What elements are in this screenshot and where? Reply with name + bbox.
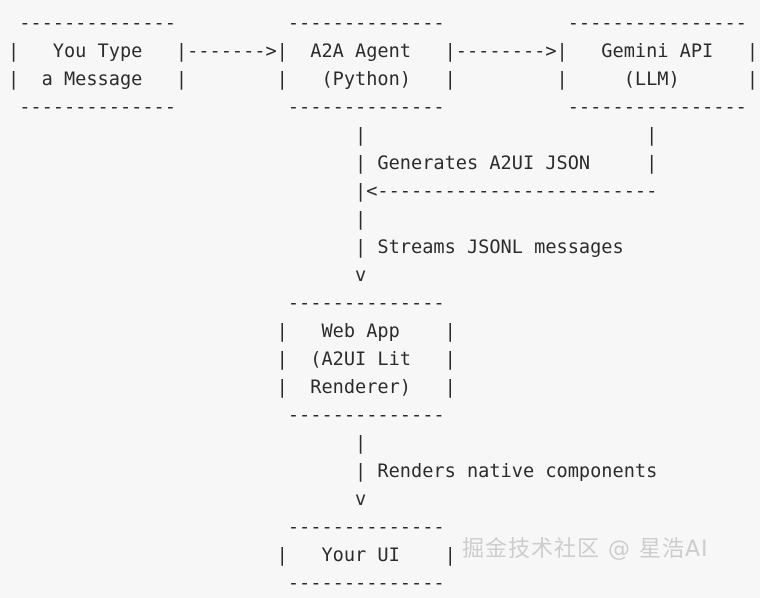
diagram-canvas: -------------- -------------- ----------… xyxy=(8,13,759,594)
watermark: 掘金技术社区 @ 星浩AI xyxy=(462,537,709,562)
ascii-art-body: -------------- -------------- ----------… xyxy=(8,13,759,594)
ascii-diagram: -------------- -------------- ----------… xyxy=(8,10,758,598)
